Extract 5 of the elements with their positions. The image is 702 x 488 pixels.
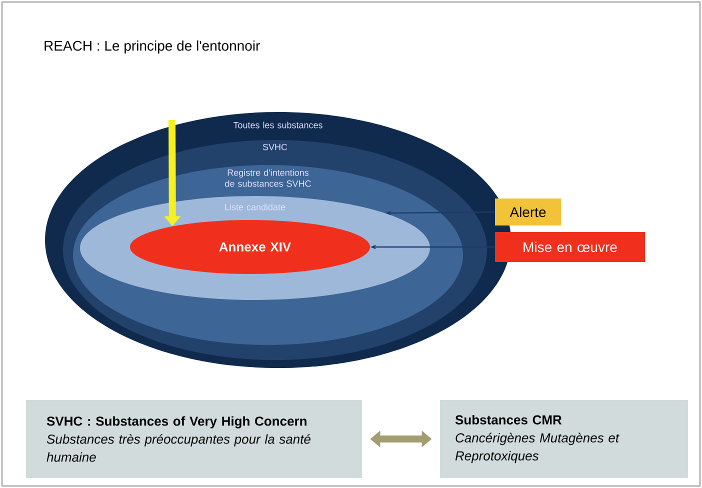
text-box: Mise en œuvre — [495, 232, 645, 262]
text-box: Alerte — [495, 198, 561, 226]
text-box: Substances CMR Cancérigènes Mutagènes et Reprotoxiques — [440, 400, 688, 478]
text-box: SVHC : Substances of Very High Concern Substances très préoccupantes pour la santé humaine — [26, 400, 362, 478]
title: REACH : Le principe de l'entonnoir — [44, 40, 260, 54]
